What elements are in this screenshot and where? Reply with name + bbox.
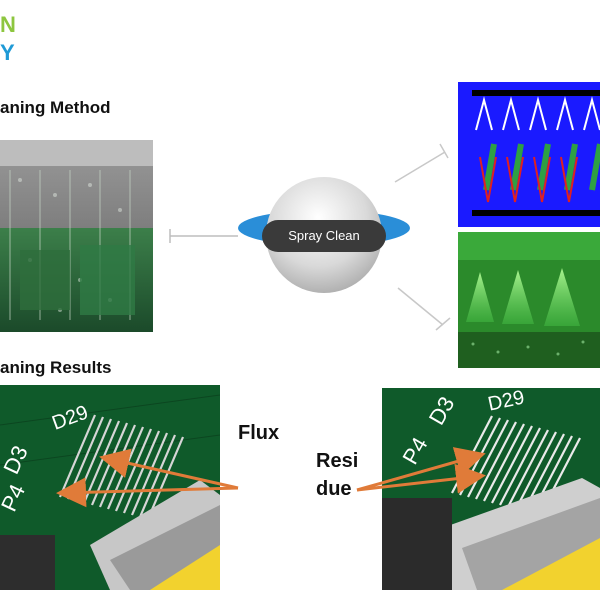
flux-label: Flux: [238, 422, 280, 444]
sphere-icon: [238, 177, 410, 293]
cleaning-results-heading: aning Results: [0, 358, 112, 377]
spray-clean-emblem: Spray Clean: [238, 170, 410, 300]
spray-jets-photo: [458, 232, 600, 368]
residue-label-line2: due: [316, 478, 352, 500]
spray-chamber-image: [0, 140, 153, 332]
spray-nozzle-diagram: [458, 82, 600, 227]
pcb-before-image: [0, 385, 220, 590]
spray-pattern-image: [472, 90, 600, 216]
logo-text-bottom: Y: [0, 40, 15, 65]
logo-text-top: N: [0, 12, 16, 37]
spray-jets-image: [458, 232, 600, 368]
cleaning-method-heading: aning Method: [0, 98, 111, 117]
residue-label-line1: Resi: [316, 450, 359, 472]
spray-chamber-photo: [0, 140, 153, 332]
pcb-after-image: [382, 388, 600, 590]
pcb-after-photo: D3 D29 P4: [382, 388, 600, 590]
pcb-before-photo: D3 D29 P4: [0, 385, 220, 590]
spray-clean-label: Spray Clean: [288, 228, 360, 243]
